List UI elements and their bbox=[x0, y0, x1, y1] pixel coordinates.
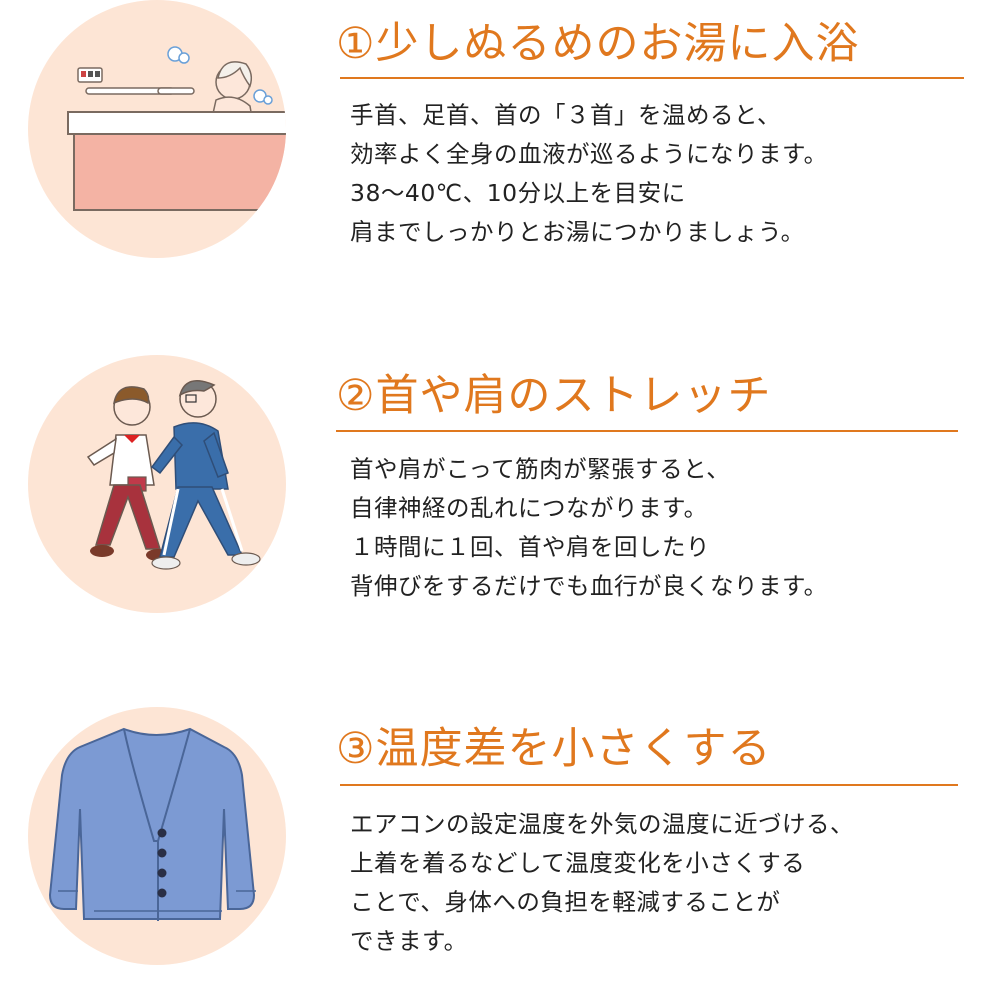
section-body: 首や肩がこって筋肉が緊張すると、 自律神経の乱れにつながります。 １時間に１回、… bbox=[350, 450, 828, 606]
title-underline bbox=[340, 784, 958, 786]
tip-section-temperature: ③温度差を小さくする エアコンの設定温度を外気の温度に近づける、 上着を着るなど… bbox=[0, 707, 996, 1007]
body-line: 手首、足首、首の「３首」を温めると、 bbox=[350, 101, 782, 129]
section-title: ②首や肩のストレッチ bbox=[336, 371, 772, 421]
body-line: １時間に１回、首や肩を回したり bbox=[350, 533, 710, 561]
body-line: エアコンの設定温度を外気の温度に近づける、 bbox=[350, 810, 854, 838]
tip-section-bath: ①少しぬるめのお湯に入浴 手首、足首、首の「３首」を温めると、 効率よく全身の血… bbox=[0, 0, 996, 300]
body-line: 上着を着るなどして温度変化を小さくする bbox=[350, 849, 806, 877]
section-title: ③温度差を小さくする bbox=[336, 724, 772, 774]
body-line: 背伸びをするだけでも血行が良くなります。 bbox=[350, 572, 828, 600]
section-body: 手首、足首、首の「３首」を温めると、 効率よく全身の血液が巡るようになります。 … bbox=[350, 96, 828, 252]
body-line: 肩までしっかりとお湯につかりましょう。 bbox=[350, 218, 805, 246]
title-underline bbox=[340, 77, 964, 79]
body-line: できます。 bbox=[350, 927, 468, 955]
body-line: 効率よく全身の血液が巡るようになります。 bbox=[350, 140, 828, 168]
body-line: ことで、身体への負担を軽減することが bbox=[350, 888, 781, 916]
cardigan-illustration bbox=[28, 707, 286, 965]
title-underline bbox=[336, 430, 958, 432]
body-line: 38〜40℃、10分以上を目安に bbox=[350, 179, 686, 207]
body-line: 首や肩がこって筋肉が緊張すると、 bbox=[350, 455, 731, 483]
walking-couple-illustration bbox=[28, 355, 286, 613]
section-title: ①少しぬるめのお湯に入浴 bbox=[336, 19, 860, 69]
tip-section-stretch: ②首や肩のストレッチ 首や肩がこって筋肉が緊張すると、 自律神経の乱れにつながり… bbox=[0, 355, 996, 655]
bath-illustration bbox=[28, 0, 286, 258]
section-body: エアコンの設定温度を外気の温度に近づける、 上着を着るなどして温度変化を小さくす… bbox=[350, 805, 854, 961]
body-line: 自律神経の乱れにつながります。 bbox=[350, 494, 708, 522]
